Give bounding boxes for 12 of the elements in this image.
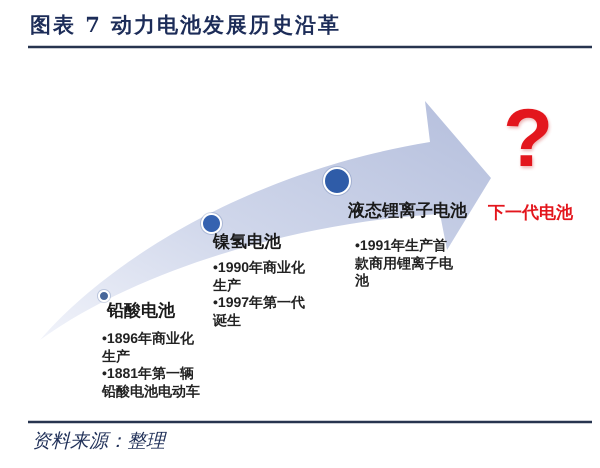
stage-note: •1991年生产首款商用锂离子电池 <box>355 237 454 290</box>
stage-title: 下一代电池 <box>488 203 573 223</box>
stage-note: •1896年商业化生产 <box>102 330 196 365</box>
stage-note: •1990年商业化生产 <box>213 259 306 294</box>
stage-note: •1881年第一辆铅酸电池电动车 <box>102 365 201 400</box>
figure-title: 图表 7 动力电池发展历史沿革 <box>30 12 342 38</box>
stage-title: 液态锂离子电池 <box>348 201 467 221</box>
stage-title: 镍氢电池 <box>213 232 281 252</box>
source-note: 资料来源：整理 <box>32 430 165 454</box>
stage-title: 铅酸电池 <box>107 301 175 321</box>
question-mark: ? <box>503 98 554 180</box>
stage-note: •1997年第一代诞生 <box>213 294 306 329</box>
